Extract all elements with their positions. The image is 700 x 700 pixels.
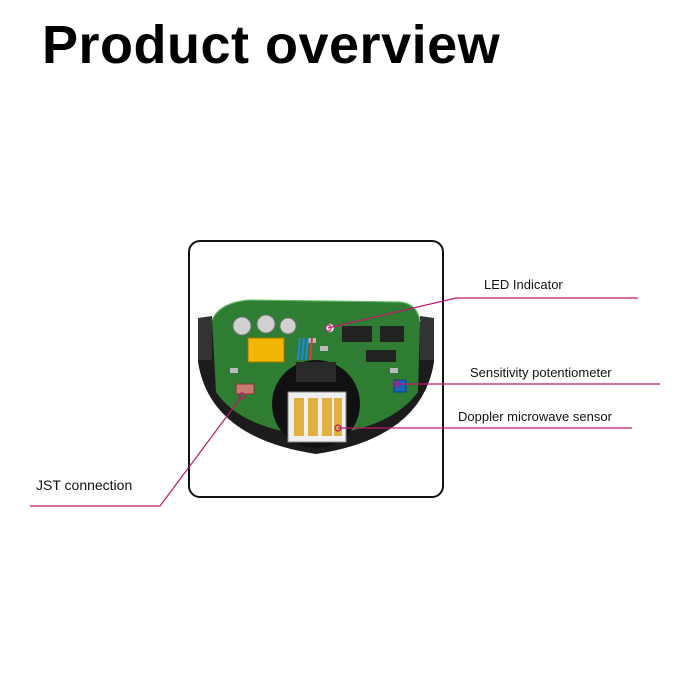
capacitor-3 bbox=[279, 317, 297, 335]
capacitor-2 bbox=[256, 314, 276, 334]
led-indicator-label: LED Indicator bbox=[484, 277, 563, 292]
smd-component bbox=[390, 368, 398, 373]
sensor-board-illustration bbox=[198, 299, 434, 454]
sensor-cable bbox=[297, 337, 309, 361]
yellow-relay bbox=[247, 337, 285, 363]
antenna-patch bbox=[322, 398, 332, 436]
potentiometer-label: Sensitivity potentiometer bbox=[470, 365, 612, 380]
doppler-sensor-label: Doppler microwave sensor bbox=[458, 409, 612, 424]
ic-chip-1 bbox=[342, 326, 372, 342]
sensor-cable bbox=[309, 337, 313, 361]
product-photo bbox=[188, 240, 444, 498]
antenna-patch bbox=[308, 398, 318, 436]
smd-component bbox=[320, 346, 328, 351]
capacitor-1 bbox=[232, 316, 252, 336]
sensor-connector bbox=[296, 362, 336, 382]
antenna-patch bbox=[294, 398, 304, 436]
sensitivity-potentiometer bbox=[393, 379, 407, 393]
ic-chip-3 bbox=[366, 350, 396, 362]
led-indicator bbox=[325, 323, 335, 333]
housing-right-tab bbox=[420, 316, 434, 360]
ic-chip-2 bbox=[380, 326, 404, 342]
jst-connector bbox=[235, 383, 255, 395]
housing-left-tab bbox=[198, 316, 212, 360]
smd-component bbox=[230, 368, 238, 373]
page-title: Product overview bbox=[42, 15, 501, 75]
jst-connection-label: JST connection bbox=[36, 477, 133, 493]
antenna-patch bbox=[334, 398, 342, 436]
